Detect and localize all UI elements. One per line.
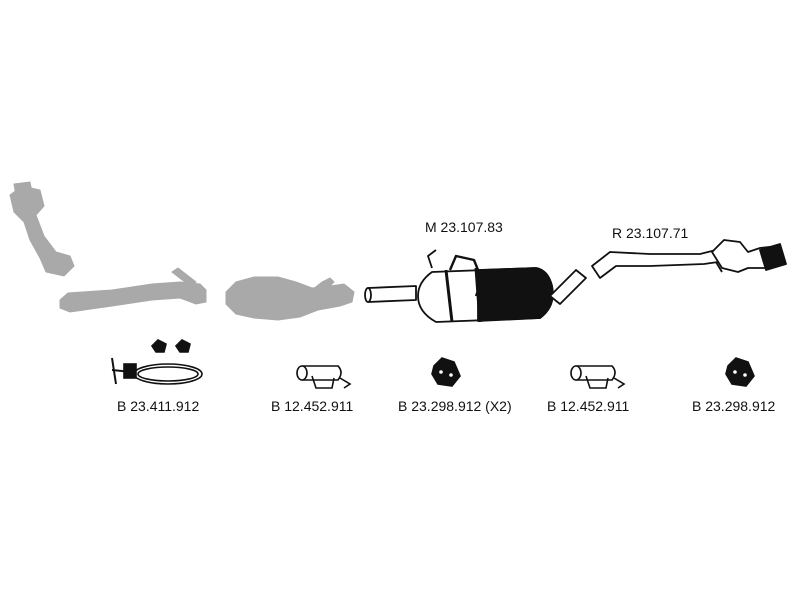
rubber-mount-2-body xyxy=(725,357,755,387)
pipe-clamp-1-end xyxy=(296,365,308,381)
pipe-clamp-1-foot xyxy=(339,377,352,389)
rubber-mount-1-hole-a xyxy=(437,368,445,376)
ghost-manifold-flange xyxy=(13,181,33,197)
rubber-mount-2-hole-b xyxy=(741,371,749,379)
pipe-clamp-1-bracket xyxy=(311,375,335,389)
rubber-mount-2-hole-a xyxy=(731,368,739,376)
ghost-pipe-riser xyxy=(171,267,197,287)
fitting-pipe-clamp-1-drawing xyxy=(296,365,352,389)
middle-silencer-hanger xyxy=(448,254,484,297)
pipe-clamp-2-foot xyxy=(613,377,626,389)
middle-silencer-outlet-pipe xyxy=(549,269,587,305)
pipe-clamp-2-bracket xyxy=(585,375,609,389)
rear-hanger xyxy=(715,261,723,273)
fitting-rubber-mount-2-drawing xyxy=(725,357,755,387)
rubber-mount-1-body xyxy=(431,357,461,387)
middle-silencer-band-rear xyxy=(474,267,482,323)
label-middle-silencer: M 23.107.83 xyxy=(425,219,503,235)
clamp-ring-inner xyxy=(137,366,199,382)
label-fitting-rubber-mount-2: B 23.298.912 xyxy=(692,398,776,414)
ghost-catalyst xyxy=(225,276,355,321)
fitting-clamp-kit-drawing xyxy=(111,339,203,385)
middle-silencer-hook xyxy=(427,249,437,269)
middle-silencer-band-front xyxy=(444,269,454,323)
fitting-rubber-mount-1-drawing xyxy=(431,357,461,387)
clamp-nut-small-2 xyxy=(174,339,191,353)
clamp-nut-small-1 xyxy=(150,339,167,353)
label-fitting-pipe-clamp-2: B 12.452.911 xyxy=(547,398,629,414)
middle-silencer-drawing xyxy=(364,249,587,323)
rear-pipe xyxy=(591,249,719,279)
middle-silencer-body-shade xyxy=(477,267,554,322)
middle-silencer-inlet-pipe xyxy=(367,285,417,303)
pipe-clamp-2-end xyxy=(570,365,582,381)
label-rear-silencer: R 23.107.71 xyxy=(612,225,688,241)
label-fitting-pipe-clamp-1: B 12.452.911 xyxy=(271,398,353,414)
ghost-manifold xyxy=(9,185,75,277)
rear-silencer-drawing xyxy=(591,239,787,279)
rubber-mount-1-hole-b xyxy=(447,371,455,379)
ghost-front-parts xyxy=(9,181,355,321)
ghost-front-pipe xyxy=(59,281,207,313)
fitting-pipe-clamp-2-drawing xyxy=(570,365,626,389)
middle-silencer-inlet-end xyxy=(364,287,372,303)
label-fitting-clamp-kit: B 23.411.912 xyxy=(117,398,199,414)
label-fitting-rubber-mount-1: B 23.298.912 (X2) xyxy=(398,398,512,414)
ghost-catalyst-hook xyxy=(310,277,335,291)
rear-silencer-tip xyxy=(759,243,787,271)
clamp-nut xyxy=(123,363,137,379)
